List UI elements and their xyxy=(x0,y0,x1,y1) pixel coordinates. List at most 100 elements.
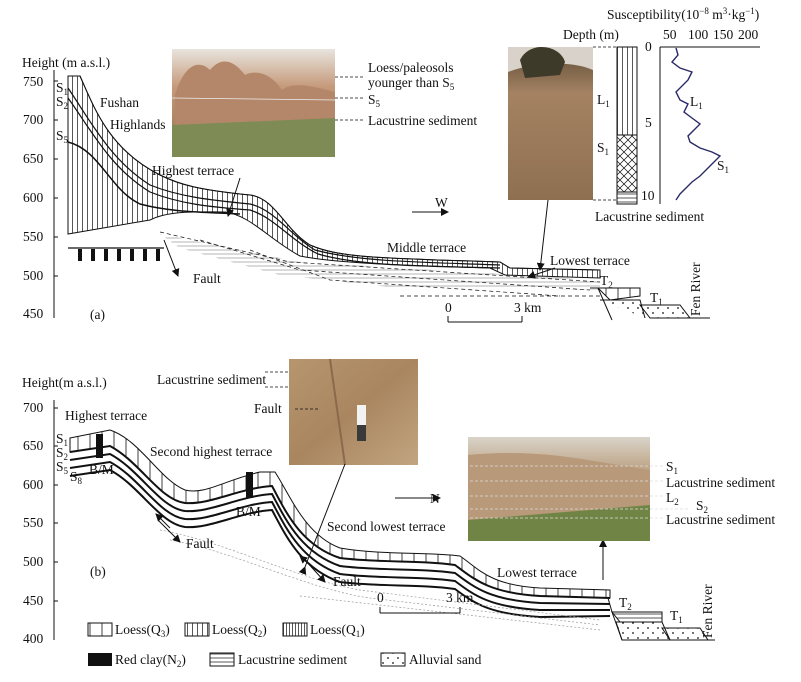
photo-b1-fault: Fault xyxy=(254,401,282,416)
panel-b-paleosol-lines xyxy=(69,444,611,619)
svg-text:450: 450 xyxy=(23,593,44,608)
photo-a-leaders xyxy=(335,76,365,121)
panel-b-label: (b) xyxy=(90,564,106,579)
bm-bar-1 xyxy=(96,434,103,458)
susceptibility-title: Susceptibility(10−8 m3·kg−1) xyxy=(607,6,759,22)
panel-b-scale-bar: 0 3 km xyxy=(377,590,474,614)
place-name-2: Highlands xyxy=(110,117,166,132)
svg-text:S5: S5 xyxy=(56,459,69,476)
depth-title: Depth (m) xyxy=(563,27,619,42)
svg-text:650: 650 xyxy=(23,438,44,453)
tick-label: 450 xyxy=(23,306,44,321)
svg-text:S1: S1 xyxy=(56,431,68,448)
svg-text:younger than S5: younger than S5 xyxy=(368,75,455,92)
highest-terrace-label: Highest terrace xyxy=(152,163,234,178)
depth-tick: 10 xyxy=(641,188,655,203)
panel-b-t2 xyxy=(610,611,663,623)
panel-a-t2 xyxy=(596,287,641,301)
svg-text:Loess(Q2): Loess(Q2) xyxy=(212,622,267,639)
svg-text:3 km: 3 km xyxy=(514,300,542,315)
photo-b2-l2: L xyxy=(666,490,674,505)
photo-b1-lacustrine: Lacustrine sediment xyxy=(157,372,266,387)
legend: Loess(Q3) Loess(Q2) Loess(Q1) Red clay(N… xyxy=(87,622,482,669)
column-s1: S xyxy=(597,140,605,155)
panel-b-subsurface xyxy=(159,529,601,631)
panel-b-river: Fen River xyxy=(700,584,715,638)
panel-a-lacustrine xyxy=(160,234,600,290)
panel-b-second-highest: Second highest terrace xyxy=(150,444,272,459)
svg-text:S1: S1 xyxy=(717,158,729,175)
susceptibility-curve xyxy=(670,47,722,201)
photo-column xyxy=(508,47,593,200)
panel-a-label: (a) xyxy=(90,307,105,322)
photo-a-s5: S xyxy=(368,92,376,107)
panel-b-lowest-terrace: Lowest terrace xyxy=(497,565,577,580)
svg-text:50: 50 xyxy=(663,27,677,42)
svg-text:0: 0 xyxy=(445,300,452,315)
svg-text:Red clay(N2): Red clay(N2) xyxy=(115,652,186,669)
svg-text:Loess(Q1): Loess(Q1) xyxy=(310,622,365,639)
svg-text:150: 150 xyxy=(713,27,734,42)
svg-text:T2: T2 xyxy=(600,273,613,290)
fault-label: Fault xyxy=(193,271,221,286)
tick-label: 550 xyxy=(23,229,44,244)
photo-a-label-2: younger than S xyxy=(368,75,450,90)
depth-tick: 5 xyxy=(645,115,652,130)
svg-text:S8: S8 xyxy=(70,469,83,486)
column-l1: L xyxy=(597,92,605,107)
panel-b-second-lowest: Second lowest terrace xyxy=(327,519,445,534)
panel-a-subsurface-lines xyxy=(159,231,601,297)
photo-a-label-1: Loess/paleosols xyxy=(368,60,454,75)
photo-b2-lac1: Lacustrine sediment xyxy=(666,475,775,490)
column-bottom-label: Lacustrine sediment xyxy=(595,209,704,224)
svg-text:550: 550 xyxy=(23,515,44,530)
svg-text:100: 100 xyxy=(688,27,709,42)
legend-item: Alluvial sand xyxy=(380,652,482,667)
bm-label-2: B/M xyxy=(236,504,261,519)
susceptibility-ticks: 50 100 150 200 xyxy=(663,27,759,42)
depth-tick: 0 xyxy=(645,39,652,54)
panel-a: Height (m a.s.l.) 750 700 650 600 550 50… xyxy=(22,6,760,323)
lowest-terrace-label: Lowest terrace xyxy=(550,253,630,268)
panel-b-y-ticks: 700 650 600 550 500 450 400 xyxy=(23,400,58,646)
svg-text:S1: S1 xyxy=(666,459,678,476)
svg-text:Loess(Q3): Loess(Q3) xyxy=(115,622,170,639)
curve-s1: S xyxy=(717,158,725,173)
panel-b-fault-2: Fault xyxy=(333,574,361,589)
t2-label: T xyxy=(600,273,609,288)
panel-b-highest-terrace: Highest terrace xyxy=(65,408,147,423)
svg-text:600: 600 xyxy=(23,477,44,492)
svg-text:200: 200 xyxy=(738,27,759,42)
panel-b-soil-labels: S1 S2 S5 S8 xyxy=(56,431,83,486)
svg-text:Alluvial sand: Alluvial sand xyxy=(409,652,482,667)
panel-a-y-axis-title: Height (m a.s.l.) xyxy=(22,55,110,70)
svg-text:S2: S2 xyxy=(696,498,708,515)
svg-text:T1: T1 xyxy=(670,608,683,625)
svg-text:700: 700 xyxy=(23,400,44,415)
svg-text:0: 0 xyxy=(377,590,384,605)
svg-text:T2: T2 xyxy=(619,595,632,612)
svg-text:T1: T1 xyxy=(650,290,663,307)
tick-label: 700 xyxy=(23,112,44,127)
photo-b-cliff xyxy=(468,437,650,541)
svg-text:S5: S5 xyxy=(56,128,69,145)
curve-l1: L xyxy=(690,94,698,109)
tick-label: 750 xyxy=(23,74,44,89)
svg-text:S1: S1 xyxy=(597,140,609,157)
svg-text:L1: L1 xyxy=(690,94,703,111)
bm-bar-2 xyxy=(246,472,253,498)
panel-b-t1-label: T xyxy=(670,608,679,623)
panel-a-t1 xyxy=(638,304,692,319)
photo-b2-s2: S xyxy=(696,498,704,513)
panel-b-t2-label: T xyxy=(619,595,628,610)
river-label: Fen River xyxy=(688,262,703,316)
place-name: Fushan xyxy=(100,95,139,110)
middle-terrace-label: Middle terrace xyxy=(387,240,466,255)
photo-a-cliff xyxy=(171,49,336,157)
svg-text:L1: L1 xyxy=(597,92,610,109)
tick-label: 500 xyxy=(23,268,44,283)
photo-a-lacustrine: Lacustrine sediment xyxy=(368,113,477,128)
svg-text:S2: S2 xyxy=(56,445,68,462)
panel-b-y-axis-title: Height(m a.s.l.) xyxy=(22,375,107,390)
legend-item: Lacustrine sediment xyxy=(209,652,347,667)
